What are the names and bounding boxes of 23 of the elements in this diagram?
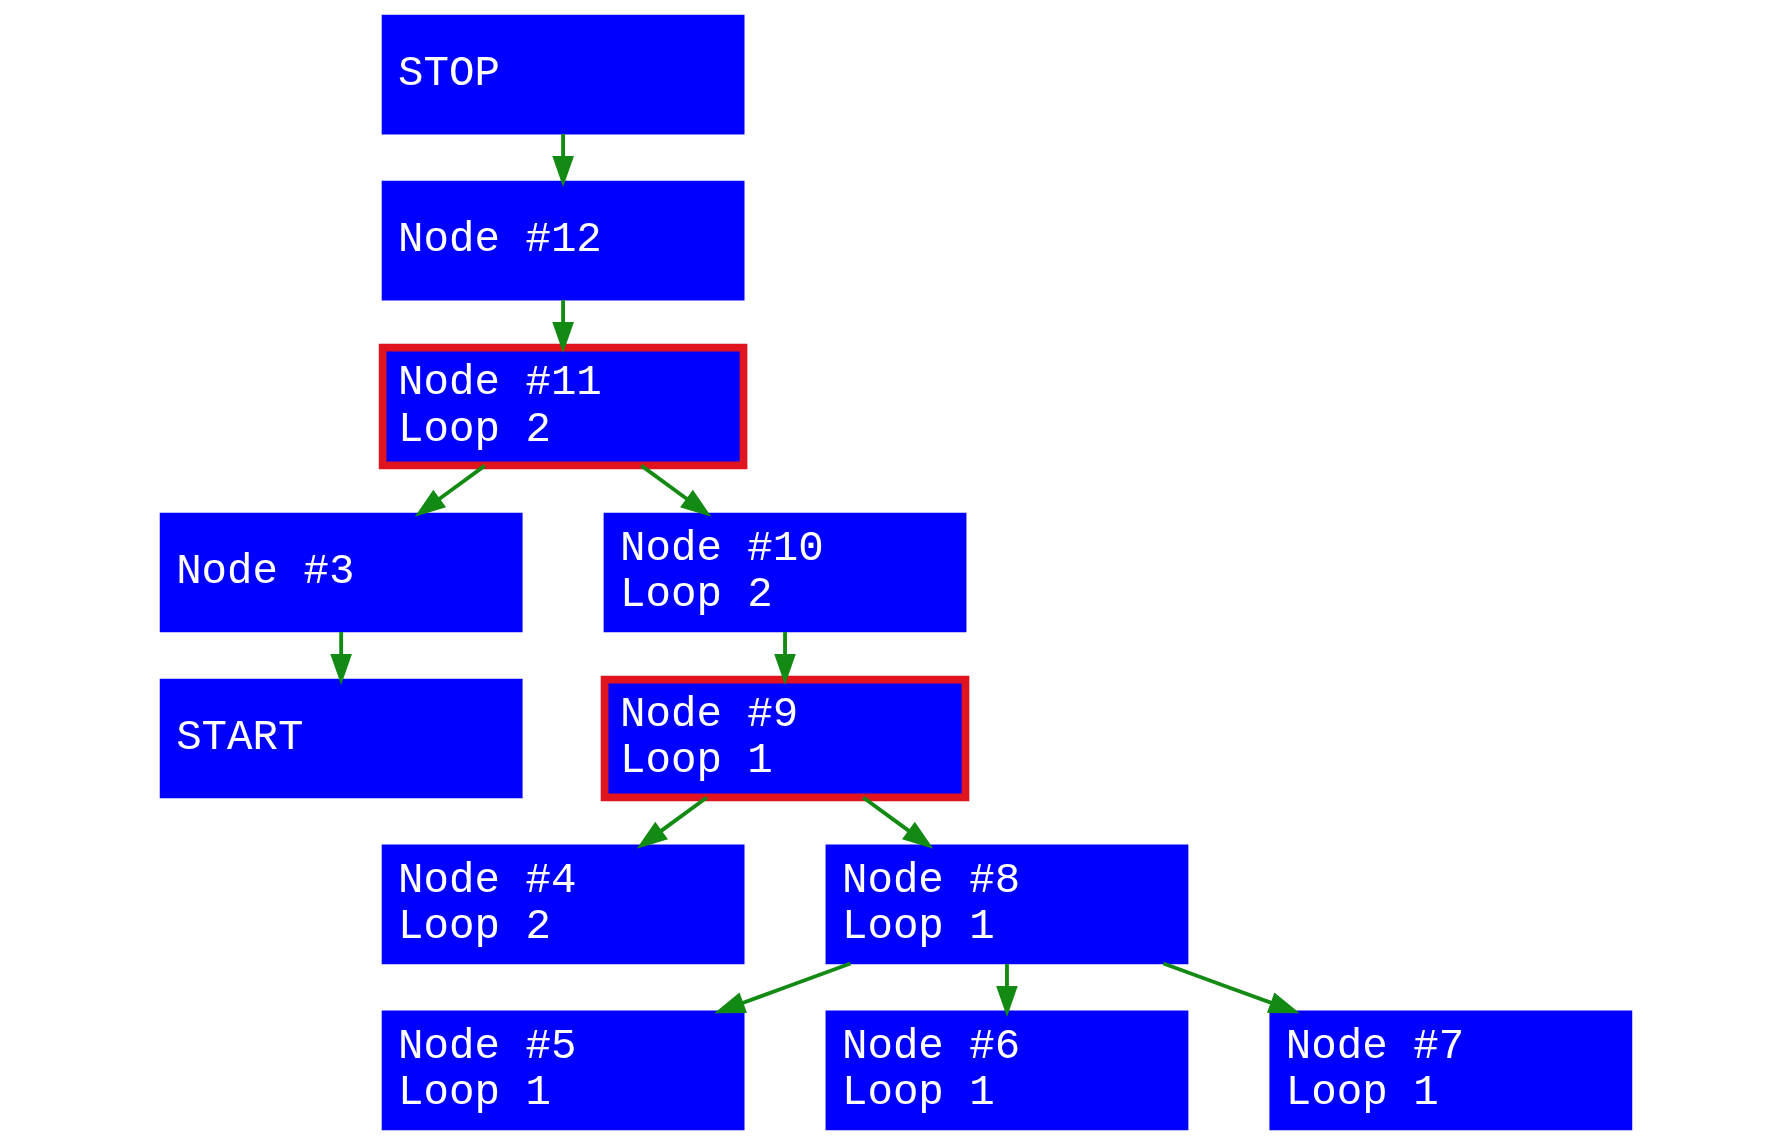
arrow [551, 300, 574, 353]
arrow [773, 632, 796, 685]
node-box: START [159, 678, 523, 799]
node-box: Node #12 [381, 180, 744, 301]
node-box: Node #5 Loop 1 [381, 1010, 744, 1131]
arrow [861, 796, 933, 849]
arrow [639, 464, 711, 517]
node-box: Node #4 Loop 2 [381, 844, 744, 965]
node-box: Node #7 Loop 1 [1268, 1010, 1632, 1131]
arrow [636, 796, 708, 849]
node-box: Node #3 [159, 512, 523, 633]
arrow [995, 963, 1018, 1017]
node-box: Node #10 Loop 2 [603, 512, 966, 633]
arrow [414, 464, 486, 517]
node-box: Node #8 Loop 1 [825, 844, 1188, 965]
arrow [551, 134, 574, 188]
node-box: STOP [381, 14, 744, 135]
arrow [1162, 961, 1300, 1014]
node-box: Node #11 Loop 2 [378, 343, 747, 470]
arrow [329, 632, 352, 685]
node-box: Node #6 Loop 1 [825, 1010, 1188, 1131]
arrow [713, 961, 851, 1014]
node-box: Node #9 Loop 1 [600, 675, 969, 802]
